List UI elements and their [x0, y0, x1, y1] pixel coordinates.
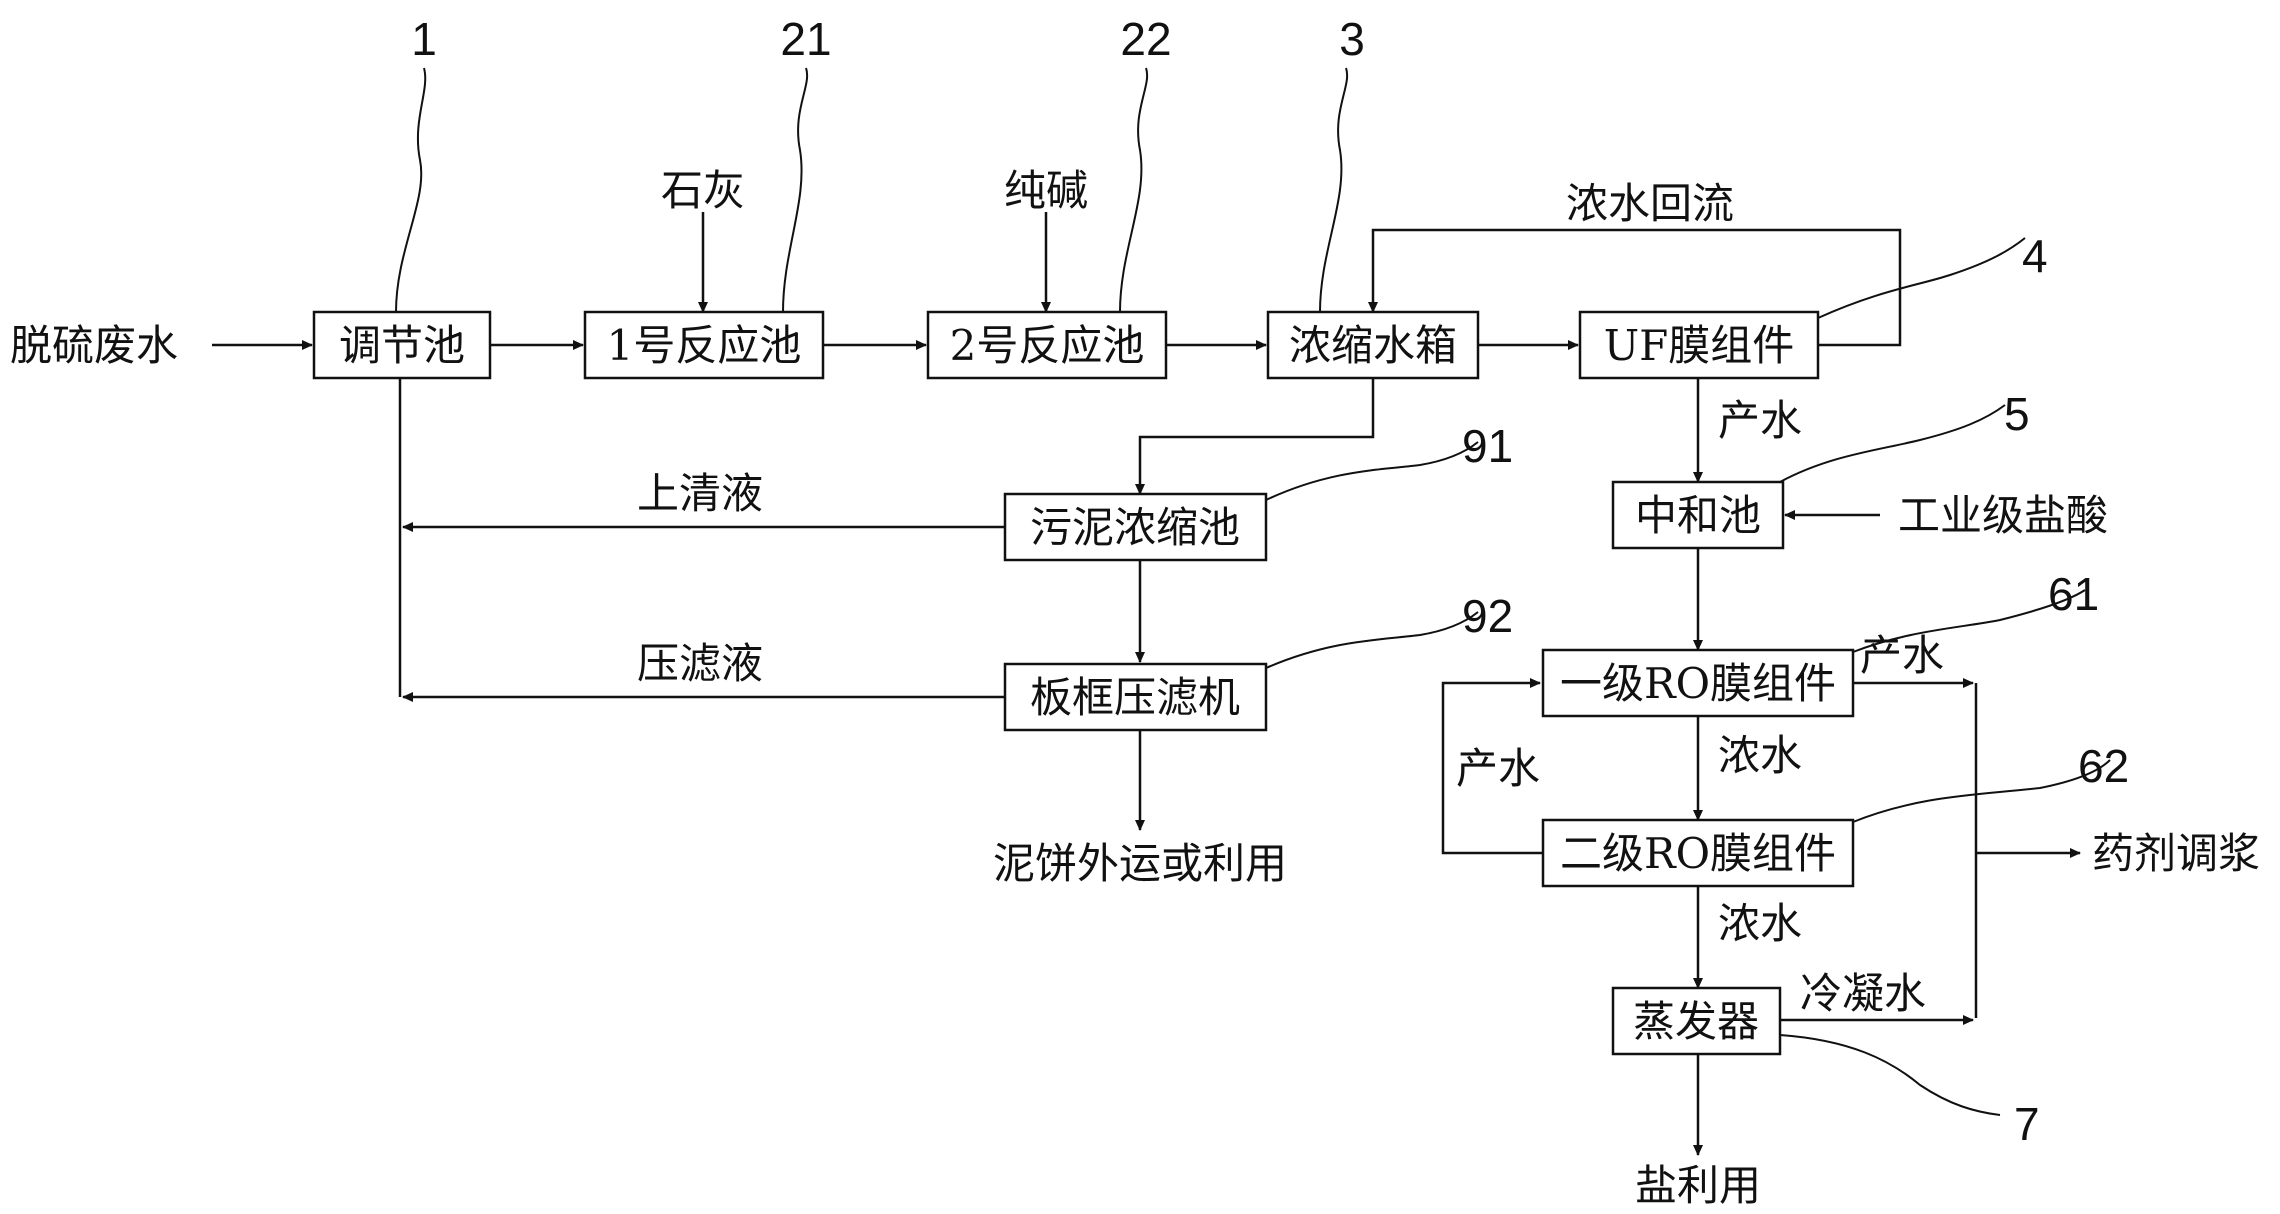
ref-22: 22	[1120, 13, 1171, 65]
leader-4	[1817, 237, 2026, 319]
label-product-ro2: 产水	[1456, 744, 1540, 793]
ref-1: 1	[411, 13, 437, 65]
box-ro1-label: 一级RO膜组件	[1560, 659, 1836, 708]
ref-4: 4	[2022, 230, 2048, 282]
label-concentrate-ro1: 浓水	[1718, 731, 1802, 780]
leader-91	[1265, 441, 1479, 501]
box-uf-module: UF膜组件	[1578, 310, 1820, 380]
label-product-uf: 产水	[1718, 396, 1802, 445]
ref-92: 92	[1462, 590, 1513, 642]
ref-61: 61	[2048, 568, 2099, 620]
box-filter-press-label: 板框压滤机	[1030, 673, 1240, 722]
leader-5	[1779, 404, 2006, 483]
box-concentrate-tank: 浓缩水箱	[1266, 310, 1480, 380]
box-ro1: 一级RO膜组件	[1541, 648, 1855, 718]
flow-labels: 脱硫废水 石灰 纯碱 浓水回流 产水 工业级盐酸 上清液 压滤液 泥饼外运或利用…	[10, 166, 2260, 1210]
ref-62: 62	[2078, 740, 2129, 792]
box-sludge-thickener: 污泥浓缩池	[1003, 492, 1268, 562]
box-evaporator-label: 蒸发器	[1633, 997, 1759, 1046]
reference-leaders	[395, 67, 2111, 1116]
label-condensate: 冷凝水	[1800, 969, 1926, 1018]
label-sludge-cake: 泥饼外运或利用	[993, 839, 1287, 888]
box-uf-module-label: UF膜组件	[1604, 321, 1795, 370]
box-reactor2: 2号反应池	[926, 310, 1168, 380]
leader-1	[395, 67, 427, 313]
box-neutralization-label: 中和池	[1635, 491, 1761, 540]
box-evaporator: 蒸发器	[1611, 986, 1782, 1056]
label-soda: 纯碱	[1004, 166, 1088, 215]
ref-5: 5	[2004, 388, 2030, 440]
label-concentrate-ro2: 浓水	[1718, 899, 1802, 948]
leader-92	[1265, 611, 1479, 669]
label-reflux: 浓水回流	[1566, 179, 1734, 228]
box-tiaojiechi-label: 调节池	[339, 321, 465, 370]
box-ro2-label: 二级RO膜组件	[1560, 829, 1836, 878]
arrow-tank-to-thickener	[1135, 378, 1375, 495]
label-filtrate: 压滤液	[637, 639, 763, 688]
leader-22	[1119, 67, 1149, 313]
label-supernatant: 上清液	[637, 469, 763, 518]
label-product-ro1: 产水	[1860, 631, 1944, 680]
leader-3	[1319, 67, 1349, 313]
arrow-ro2-product-recycle	[1441, 678, 1543, 855]
ref-21: 21	[780, 13, 831, 65]
ref-91: 91	[1462, 420, 1513, 472]
leader-62	[1852, 759, 2111, 823]
ref-7: 7	[2014, 1098, 2040, 1150]
box-reactor1-label: 1号反应池	[607, 321, 802, 370]
box-tiaojiechi: 调节池	[312, 310, 492, 380]
box-neutralization: 中和池	[1611, 480, 1785, 550]
label-salt: 盐利用	[1635, 1161, 1761, 1210]
leader-7	[1779, 1034, 2001, 1116]
leader-21	[782, 67, 809, 313]
label-hcl: 工业级盐酸	[1898, 491, 2108, 540]
label-dosing: 药剂调浆	[2092, 829, 2260, 878]
box-sludge-thickener-label: 污泥浓缩池	[1030, 503, 1240, 552]
ref-3: 3	[1339, 13, 1365, 65]
flow-lines	[212, 212, 2081, 1156]
reference-numbers: 1 21 22 3 4 5 91 92 61 62 7	[411, 13, 2129, 1150]
box-ro2: 二级RO膜组件	[1541, 818, 1855, 888]
box-concentrate-tank-label: 浓缩水箱	[1289, 321, 1457, 370]
box-reactor2-label: 2号反应池	[950, 321, 1145, 370]
box-filter-press: 板框压滤机	[1003, 662, 1268, 732]
box-reactor1: 1号反应池	[583, 310, 825, 380]
leader-61	[1852, 589, 2086, 653]
label-lime: 石灰	[661, 166, 745, 215]
label-input: 脱硫废水	[10, 321, 178, 370]
arrow-reflux	[1368, 228, 1902, 347]
